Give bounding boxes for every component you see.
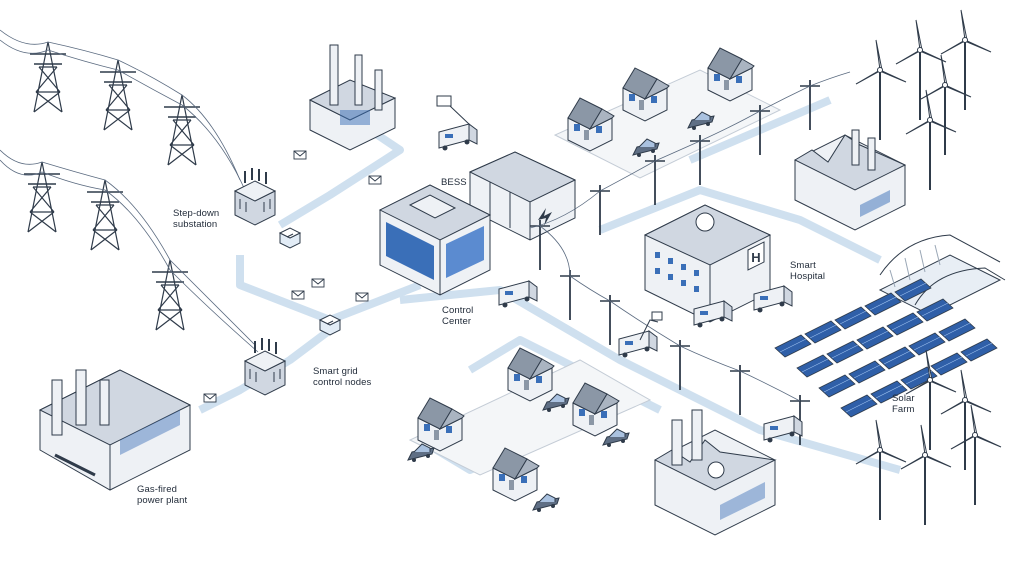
solar-panel-grid <box>905 370 933 385</box>
solar-panel <box>878 346 916 370</box>
solar-farm <box>774 278 998 418</box>
grid-control-nodes <box>203 150 382 403</box>
label-control-center: Control Center <box>442 305 474 327</box>
greenhouses <box>878 234 1006 316</box>
solar-panel <box>886 312 924 336</box>
solar-panel-grid <box>853 364 881 379</box>
label-smart-hospital: Smart Hospital <box>790 260 826 282</box>
solar-panel-grid <box>831 344 859 359</box>
solar-panel <box>900 366 938 390</box>
label-step-down-substation: Step-down substation <box>173 208 220 230</box>
solar-panel <box>796 354 834 378</box>
transmission-pylons <box>0 29 259 353</box>
solar-panel-grid <box>921 302 949 317</box>
solar-panel-grid <box>839 310 867 325</box>
solar-panel <box>834 306 872 330</box>
gas-fired-power-plant <box>38 369 192 491</box>
bess-battery-storage <box>468 151 577 241</box>
solar-panel-grid <box>913 336 941 351</box>
solar-panel <box>930 352 968 376</box>
solar-panel <box>894 278 932 302</box>
control-center-building <box>378 184 492 296</box>
solar-panel <box>938 318 976 342</box>
solar-panel-grid <box>845 398 873 413</box>
label-solar-farm: Solar Farm <box>892 393 915 415</box>
solar-panel-grid <box>943 322 971 337</box>
solar-panel <box>916 298 954 322</box>
solar-panel <box>870 380 908 404</box>
solar-panel <box>864 292 902 316</box>
service-vehicles <box>498 280 803 443</box>
solar-panel-grid <box>883 350 911 365</box>
residential-area-top <box>553 47 782 179</box>
solar-panel <box>908 332 946 356</box>
solar-panel-grid <box>891 316 919 331</box>
smart-grid-transformer <box>244 337 286 396</box>
solar-panel-grid <box>809 324 837 339</box>
solar-panel <box>818 374 856 398</box>
label-smart-grid-nodes: Smart grid control nodes <box>313 366 372 388</box>
step-down-substation <box>234 167 276 226</box>
solar-panel <box>960 338 998 362</box>
solar-panel <box>848 360 886 384</box>
solar-panel-grid <box>869 296 897 311</box>
label-bess: BESS <box>441 177 467 188</box>
solar-panel <box>840 394 878 418</box>
solar-panel-grid <box>899 282 927 297</box>
industrial-plant-top <box>308 44 397 151</box>
smart-hospital-building: H <box>643 204 772 323</box>
solar-panel-grid <box>875 384 903 399</box>
factory-right <box>793 129 907 231</box>
solar-panel <box>856 326 894 350</box>
residential-area-bottom <box>407 347 652 513</box>
solar-panel <box>826 340 864 364</box>
distribution-poles <box>529 71 851 446</box>
solar-panel-grid <box>935 356 963 371</box>
solar-panel-grid <box>965 342 993 357</box>
hospital-sign: H <box>751 250 760 265</box>
label-gas-fired-plant: Gas-fired power plant <box>137 484 188 506</box>
solar-panel-grid <box>823 378 851 393</box>
solar-panel-grid <box>861 330 889 345</box>
solar-panel <box>774 334 812 358</box>
solar-panel <box>804 320 842 344</box>
solar-panel-grid <box>779 338 807 353</box>
factory-bottom <box>653 409 777 536</box>
utility-truck-top <box>436 95 478 151</box>
solar-panel-grid <box>801 358 829 373</box>
